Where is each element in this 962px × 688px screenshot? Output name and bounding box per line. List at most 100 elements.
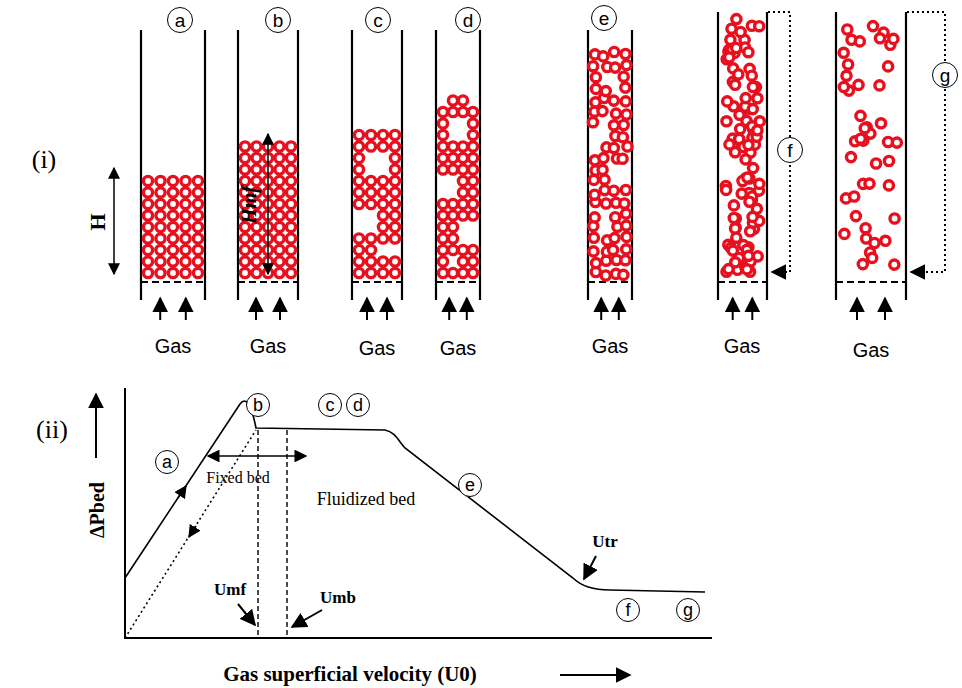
particle xyxy=(448,165,457,174)
particle xyxy=(731,80,740,89)
particle xyxy=(354,234,363,243)
dimension-label: Hmf xyxy=(238,186,260,224)
particle xyxy=(622,232,631,241)
particle xyxy=(732,15,741,24)
axis-arrow xyxy=(560,674,630,676)
particle xyxy=(448,96,457,105)
particle xyxy=(458,211,467,220)
particle xyxy=(724,265,733,274)
callout-letter: c xyxy=(325,396,334,414)
particle xyxy=(748,105,757,114)
callout-letter: a xyxy=(162,453,172,471)
callout-circle: c xyxy=(318,393,342,417)
particle xyxy=(591,259,600,268)
umf-line xyxy=(257,430,258,638)
particle xyxy=(458,153,467,162)
particle xyxy=(741,94,750,103)
particle xyxy=(181,268,190,277)
particle xyxy=(619,270,628,279)
particle xyxy=(390,222,399,231)
particle xyxy=(876,119,885,128)
gas-arrow xyxy=(159,298,161,320)
particle xyxy=(591,73,600,82)
particle xyxy=(856,134,865,143)
column-wall xyxy=(401,30,403,300)
particle xyxy=(744,140,753,149)
particle xyxy=(366,245,375,254)
particle xyxy=(889,34,898,43)
particle xyxy=(366,257,375,266)
leader-line xyxy=(907,12,945,272)
particle xyxy=(275,245,284,254)
particle xyxy=(143,188,152,197)
particle xyxy=(240,268,249,277)
particle xyxy=(609,121,618,130)
axis-label: ΔPbed xyxy=(86,482,108,538)
particle xyxy=(390,153,399,162)
column-wall xyxy=(351,30,353,300)
particle xyxy=(622,221,631,230)
particle xyxy=(143,268,152,277)
particle xyxy=(168,245,177,254)
particle xyxy=(458,96,467,105)
particle xyxy=(598,165,607,174)
particle xyxy=(286,211,295,220)
particle xyxy=(275,199,284,208)
particle xyxy=(598,107,607,116)
column-wall xyxy=(905,12,907,300)
particle xyxy=(354,142,363,151)
particle xyxy=(725,53,734,62)
particle xyxy=(621,256,630,265)
gas-arrow xyxy=(856,298,858,320)
particle xyxy=(846,153,855,162)
callout-letter: a xyxy=(175,11,186,30)
particle xyxy=(860,124,869,133)
particle xyxy=(609,186,618,195)
pressure-curve xyxy=(125,401,705,592)
particle xyxy=(753,126,762,135)
particle xyxy=(181,257,190,266)
particle xyxy=(851,212,860,221)
column-wall xyxy=(204,30,206,300)
particle xyxy=(732,43,741,52)
particle xyxy=(181,188,190,197)
particle xyxy=(366,234,375,243)
particle xyxy=(622,61,631,70)
particle xyxy=(458,188,467,197)
particle xyxy=(143,257,152,266)
particle xyxy=(749,164,758,173)
particle xyxy=(890,214,899,223)
panel-label: (ii) xyxy=(36,416,68,445)
particle xyxy=(181,245,190,254)
bed-columns xyxy=(141,12,906,320)
particle xyxy=(286,257,295,266)
particle xyxy=(621,209,630,218)
region-label: Fixed bed xyxy=(206,469,270,487)
column-wall xyxy=(835,12,837,300)
gas-label: Gas xyxy=(440,337,477,359)
particle xyxy=(732,233,741,242)
particle xyxy=(275,165,284,174)
gas-arrow xyxy=(732,298,734,320)
height-arrow xyxy=(267,134,269,274)
particle xyxy=(252,165,261,174)
particle xyxy=(619,72,628,81)
particle xyxy=(468,268,477,277)
particle xyxy=(275,153,284,162)
particle xyxy=(354,268,363,277)
particle xyxy=(609,96,618,105)
particle xyxy=(458,257,467,266)
particle xyxy=(448,245,457,254)
particle xyxy=(745,197,754,206)
callout-letter: b xyxy=(273,11,284,30)
particle xyxy=(611,213,620,222)
particle xyxy=(275,188,284,197)
particle xyxy=(181,199,190,208)
particle xyxy=(354,130,363,139)
particle xyxy=(366,188,375,197)
particle xyxy=(448,153,457,162)
particle xyxy=(621,185,630,194)
particle xyxy=(618,133,627,142)
particle xyxy=(722,117,731,126)
particle xyxy=(723,97,732,106)
